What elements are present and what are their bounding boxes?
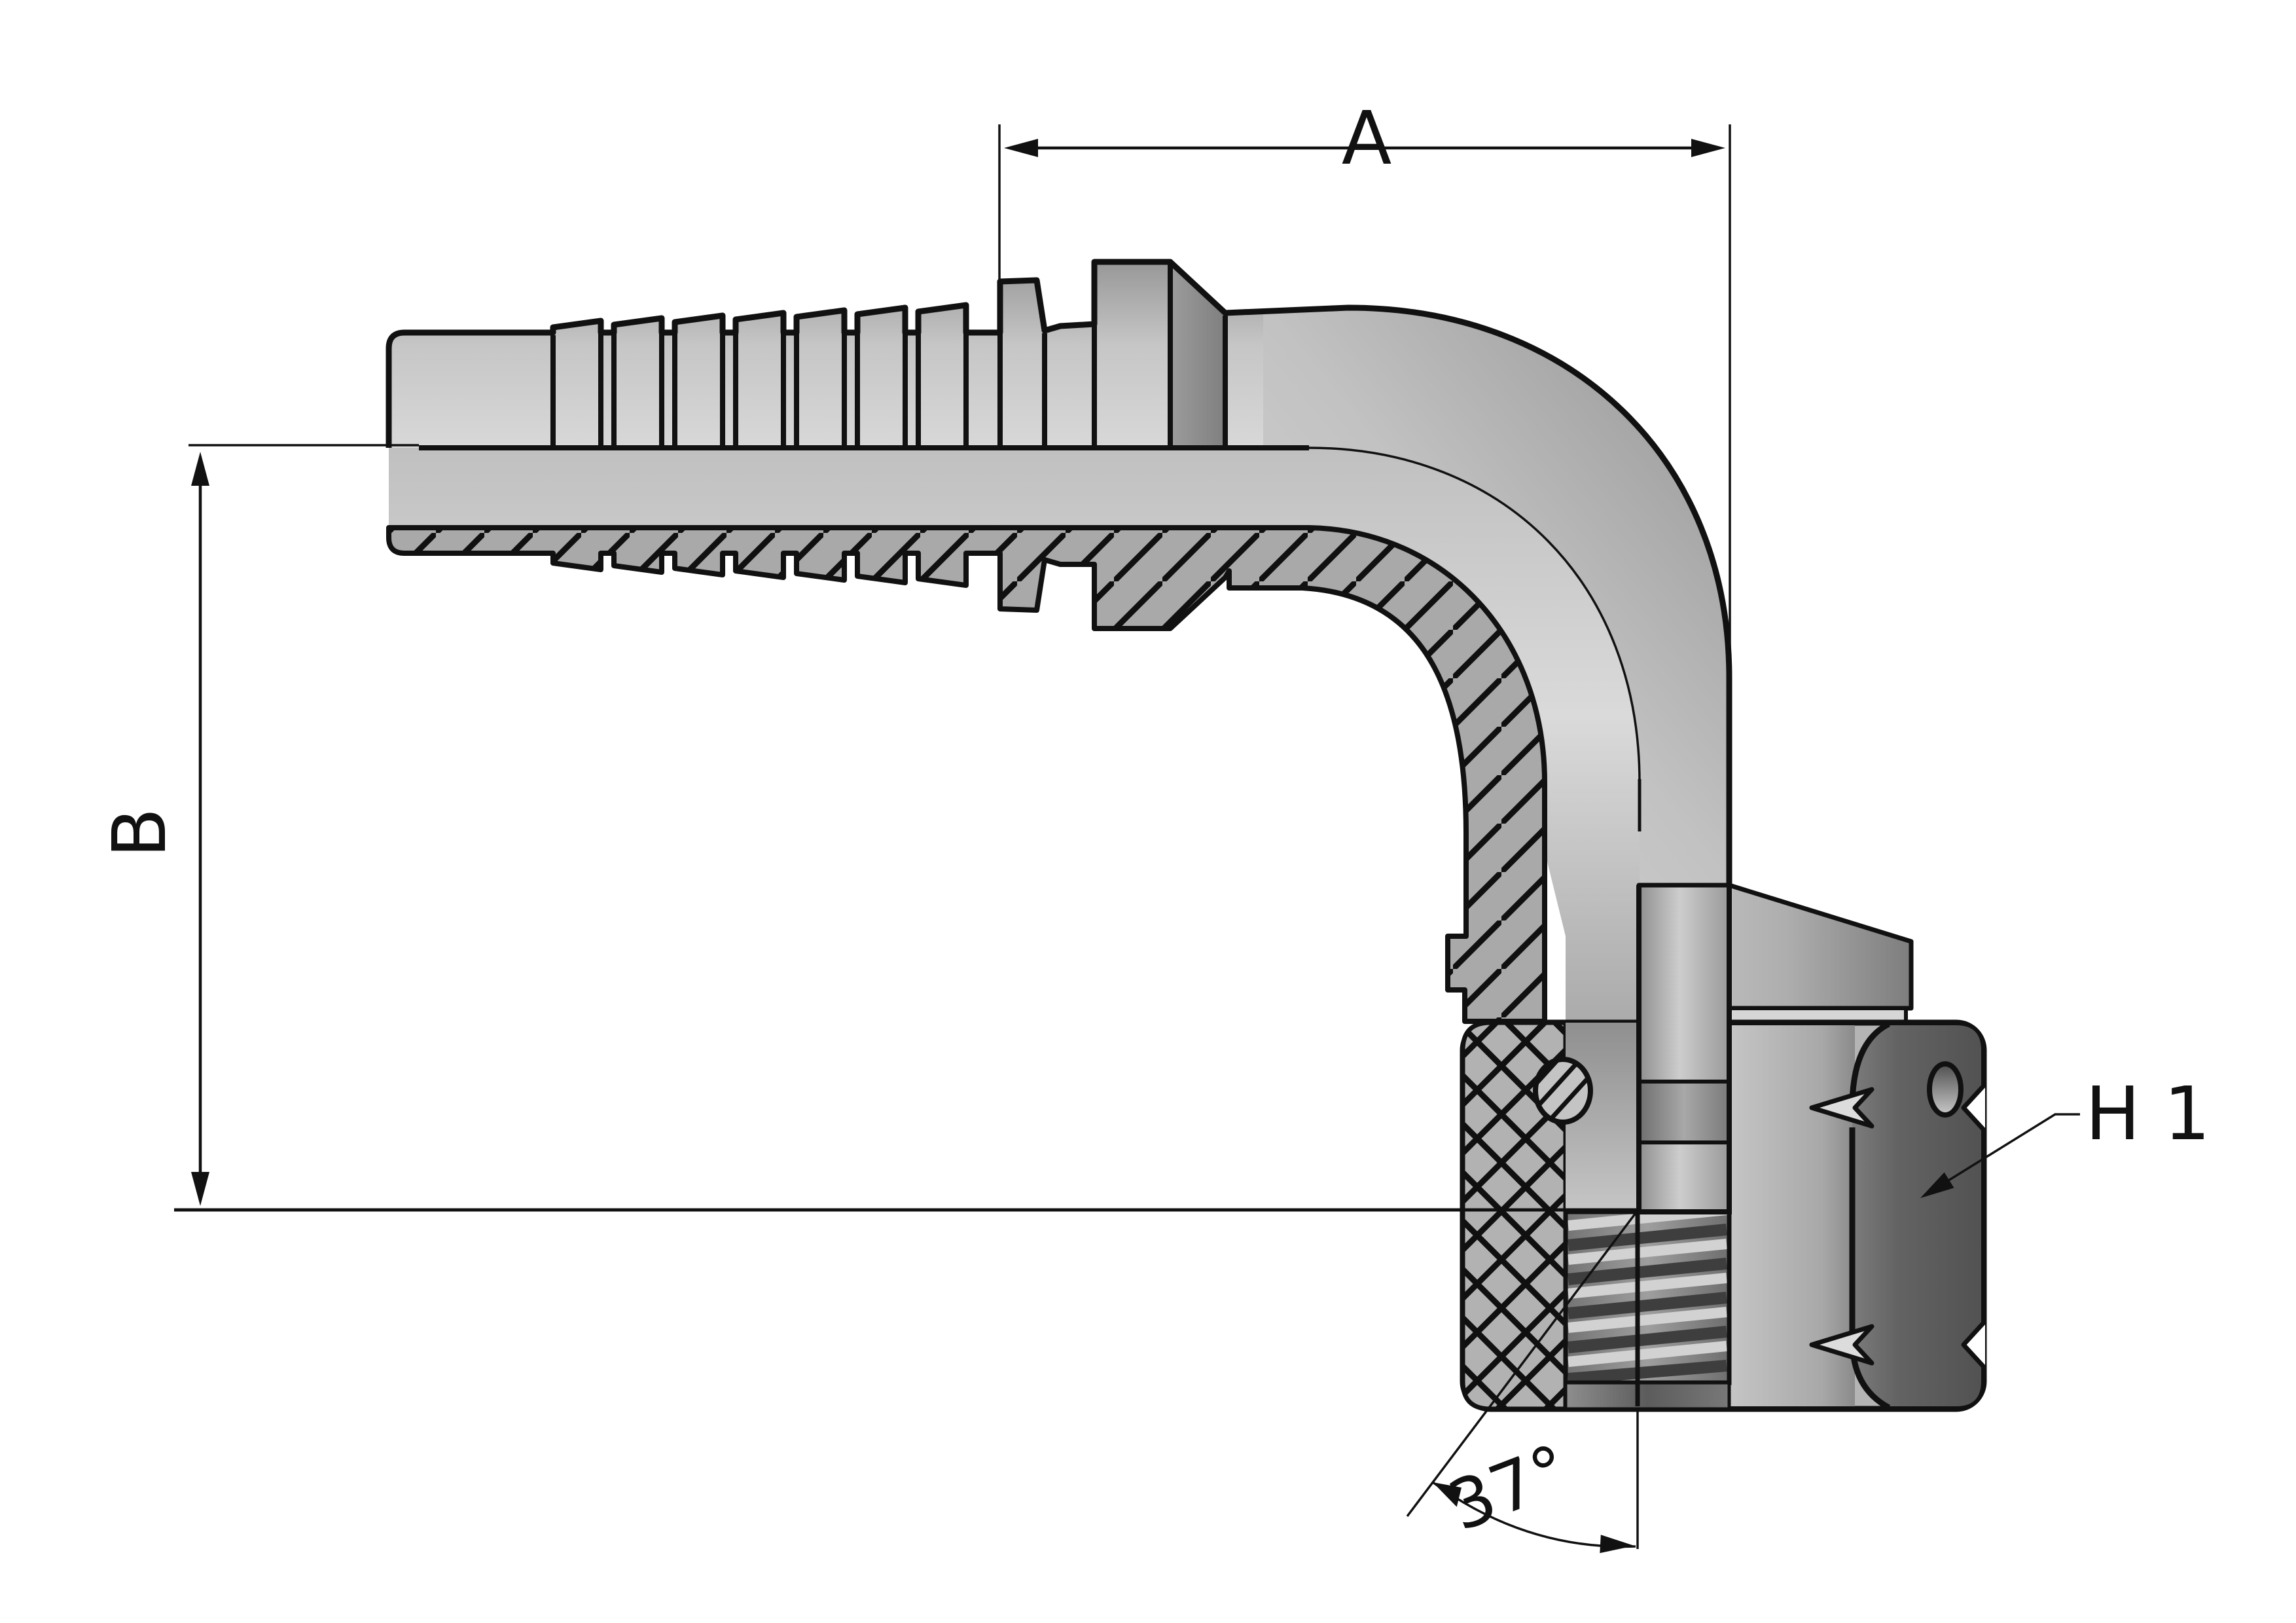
dim-a: A <box>998 96 1731 673</box>
hex-corner-chevron-lower <box>1809 1324 1874 1366</box>
nut-internal-threads <box>1563 1209 1732 1385</box>
arrow-leader-icon <box>1920 1172 1954 1198</box>
hex-edge-notch-upper <box>1961 1082 1987 1133</box>
hex-corner-chevron-upper <box>1809 1087 1874 1129</box>
hex-size-label: H 1 <box>2085 1072 2210 1157</box>
nut-hex-flat-dark <box>1852 1025 1981 1406</box>
leader-h1: H 1 <box>1920 1072 2210 1198</box>
swivel-nut <box>1460 1019 1987 1412</box>
arrow-arc-left-icon <box>1433 1482 1462 1507</box>
elbow-outer-wall <box>1263 308 1729 885</box>
dim-b-label: B <box>98 808 183 858</box>
arrow-left-icon <box>1004 139 1038 157</box>
arrow-down-icon <box>191 1172 209 1206</box>
bore-band <box>389 448 1640 1214</box>
nut-hole-sectioned <box>1533 1057 1593 1125</box>
arrow-up-icon <box>191 452 209 486</box>
nut-hole-face <box>1927 1061 1964 1118</box>
dim-a-label: A <box>1342 96 1392 181</box>
seat-angle-line <box>1406 1209 1639 1518</box>
stem-tube <box>1636 883 1732 1214</box>
collar-chamfer <box>1170 262 1225 446</box>
hex-edge-notch-lower <box>1961 1319 1987 1370</box>
nut-bore-rim <box>1564 1381 1731 1411</box>
elbow-fitting-body <box>386 259 1987 1412</box>
dim-b: B <box>98 444 1638 1212</box>
body-section-hatched <box>386 525 1547 1024</box>
arrow-right-icon <box>1691 139 1725 157</box>
hose-barb-shank <box>386 259 1732 885</box>
arrow-arc-right-icon <box>1600 1535 1634 1554</box>
